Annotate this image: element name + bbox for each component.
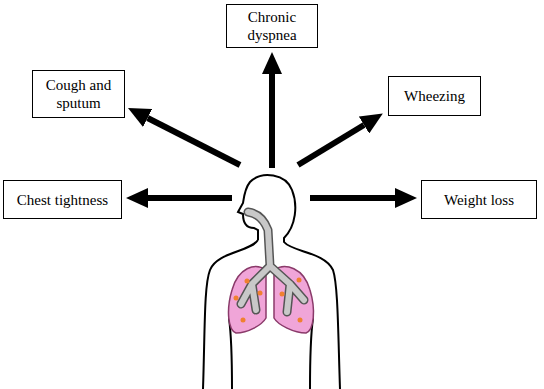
dot xyxy=(234,296,239,301)
dot xyxy=(280,292,285,297)
symptom-label: Chest tightness xyxy=(17,191,108,209)
trachea-outline xyxy=(241,212,304,312)
arrow xyxy=(148,195,232,201)
symptom-label: Weight loss xyxy=(444,191,514,209)
dot xyxy=(258,291,263,296)
arrow xyxy=(298,125,364,165)
dot xyxy=(241,318,246,323)
dot xyxy=(297,278,302,283)
symptom-label: Chronic dyspnea xyxy=(231,8,313,44)
dot xyxy=(298,318,303,323)
symptom-box: Cough and sputum xyxy=(32,70,125,118)
symptom-label: Wheezing xyxy=(404,87,465,105)
symptom-box: Chest tightness xyxy=(3,180,122,219)
symptom-box: Chronic dyspnea xyxy=(226,4,318,48)
symptom-box: Wheezing xyxy=(388,76,481,116)
human-outline xyxy=(203,175,340,389)
body-outline xyxy=(238,175,340,389)
trachea xyxy=(241,212,304,312)
inflammation-dots xyxy=(234,278,303,323)
arrow xyxy=(310,195,395,201)
symptom-arrows xyxy=(148,74,395,198)
symptom-label: Cough and sputum xyxy=(37,76,120,112)
dot xyxy=(245,279,250,284)
airway xyxy=(241,212,304,312)
arrow xyxy=(148,118,240,165)
symptom-box: Weight loss xyxy=(421,180,537,219)
arrow xyxy=(269,74,275,168)
